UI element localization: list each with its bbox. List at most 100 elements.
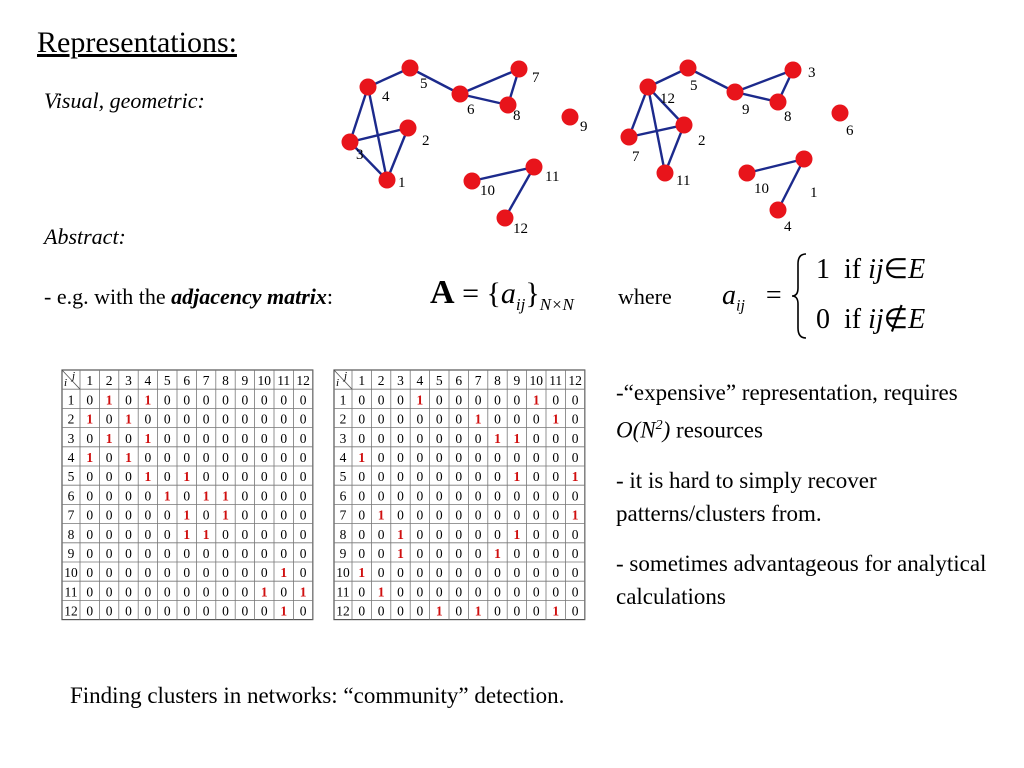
graph1-edge — [366, 86, 389, 181]
matrix2-cell: 0 — [436, 565, 443, 580]
matrix1-cell: 0 — [203, 604, 210, 619]
matrix2-cell: 0 — [552, 546, 559, 561]
matrix1-cell: 0 — [86, 527, 93, 542]
matrix2-cell: 0 — [455, 546, 462, 561]
matrix2-cell: 0 — [572, 392, 579, 407]
matrix1-cell: 0 — [261, 431, 268, 446]
matrix1-cell: 0 — [164, 604, 171, 619]
matrix2-cell: 0 — [436, 508, 443, 523]
matrix2-cell: 0 — [475, 469, 482, 484]
matrix1-cell: 0 — [261, 604, 268, 619]
matrix1-cell: 0 — [203, 546, 210, 561]
matrix2-cell: 0 — [494, 584, 501, 599]
matrix2-cell: 0 — [358, 584, 365, 599]
matrix2-cell: 1 — [397, 527, 404, 542]
matrix1-cell: 1 — [164, 488, 171, 503]
matrix2-cell: 0 — [378, 565, 385, 580]
matrix2-cell: 0 — [397, 412, 404, 427]
matrix2-cell: 0 — [494, 450, 501, 465]
matrix2-cell: 1 — [514, 527, 521, 542]
matrix1-cell: 0 — [280, 450, 287, 465]
matrix1-cell: 0 — [222, 565, 229, 580]
matrix1-cell: 0 — [183, 565, 190, 580]
matrix1-row-header: 8 — [68, 527, 75, 542]
matrix1-cell: 0 — [203, 392, 210, 407]
matrix1-cell: 0 — [106, 412, 113, 427]
matrix2-cell: 0 — [358, 431, 365, 446]
matrix1-corner-i: i — [64, 377, 67, 389]
matrix1-cell: 0 — [183, 546, 190, 561]
graph2-node-label: 8 — [784, 109, 792, 125]
matrix1-cell: 0 — [183, 488, 190, 503]
matrix1-cell: 0 — [222, 584, 229, 599]
matrix1-cell: 0 — [125, 508, 132, 523]
matrix2-cell: 0 — [475, 508, 482, 523]
matrix1-cell: 1 — [222, 508, 229, 523]
matrix2-cell: 0 — [436, 431, 443, 446]
matrix1-cell: 1 — [86, 450, 93, 465]
matrix2-row-header: 11 — [337, 584, 350, 599]
matrix2-col-header: 5 — [436, 373, 443, 388]
graph2-node — [639, 78, 657, 96]
matrix2-cell: 0 — [358, 488, 365, 503]
matrix2-cell: 0 — [397, 584, 404, 599]
matrix2-col-header: 11 — [549, 373, 562, 388]
graph1-edge — [385, 127, 410, 181]
adjacency-matrix-sentence: - e.g. with the adjacency matrix: — [44, 284, 333, 310]
matrix1-cell: 0 — [125, 431, 132, 446]
matrix1-cell: 0 — [222, 546, 229, 561]
matrix2-cell: 0 — [397, 508, 404, 523]
matrix2-cell: 0 — [475, 488, 482, 503]
matrix2-cell: 0 — [533, 488, 540, 503]
matrix2-cell: 0 — [358, 412, 365, 427]
graph1-edge — [349, 141, 388, 181]
matrix2-row-header: 10 — [336, 565, 350, 580]
formula-rbrace: } — [525, 277, 540, 310]
graph2-node-label: 1 — [810, 185, 818, 201]
matrix2-cell: 1 — [552, 412, 559, 427]
graph1-edge — [409, 66, 461, 96]
matrix1-cell: 0 — [106, 469, 113, 484]
matrix1-cell: 0 — [280, 412, 287, 427]
matrix1-cell: 0 — [164, 527, 171, 542]
matrix1-cell: 0 — [86, 469, 93, 484]
matrix1-cell: 0 — [300, 392, 307, 407]
matrix1-cell: 1 — [125, 412, 132, 427]
matrix1-cell: 0 — [145, 450, 152, 465]
matrix2-cell: 0 — [552, 469, 559, 484]
matrix1-cell: 0 — [125, 488, 132, 503]
matrix2-cell: 0 — [397, 392, 404, 407]
formula-a: a — [500, 277, 516, 310]
matrix2-cell: 1 — [494, 431, 501, 446]
matrix1-cell: 0 — [242, 412, 249, 427]
graph1-node — [510, 60, 528, 78]
matrix1-cell: 0 — [261, 469, 268, 484]
graph2-edge — [746, 157, 805, 175]
matrix1-cell: 0 — [106, 546, 113, 561]
graph1-node-label: 7 — [532, 70, 540, 86]
matrix2-cell: 0 — [378, 527, 385, 542]
matrix1-cell: 1 — [125, 450, 132, 465]
matrix2-cell: 0 — [397, 431, 404, 446]
matrix1-cell: 0 — [261, 565, 268, 580]
graph2-node-label: 11 — [676, 173, 690, 189]
matrix2-cell: 0 — [572, 412, 579, 427]
matrix2-cell: 0 — [417, 546, 424, 561]
matrix2-row-header: 4 — [340, 450, 347, 465]
graph1-node-label: 11 — [545, 169, 559, 185]
matrix1-cell: 1 — [145, 392, 152, 407]
matrix2-cell: 0 — [552, 584, 559, 599]
graph2-node — [738, 164, 756, 182]
matrix2-cell: 0 — [436, 584, 443, 599]
graph2-node-label: 7 — [632, 149, 640, 165]
matrix2-cell: 0 — [455, 469, 462, 484]
graph1-edge — [471, 165, 535, 183]
matrix1-cell: 0 — [125, 584, 132, 599]
matrix2-cell: 0 — [494, 488, 501, 503]
matrix1-cell: 0 — [164, 392, 171, 407]
note-2: - it is hard to simply recover patterns/… — [616, 467, 877, 526]
note-3: - sometimes advantageous for analytical … — [616, 550, 987, 609]
graph2-node-label: 5 — [690, 78, 698, 94]
slide-title: Representations: — [37, 26, 237, 59]
